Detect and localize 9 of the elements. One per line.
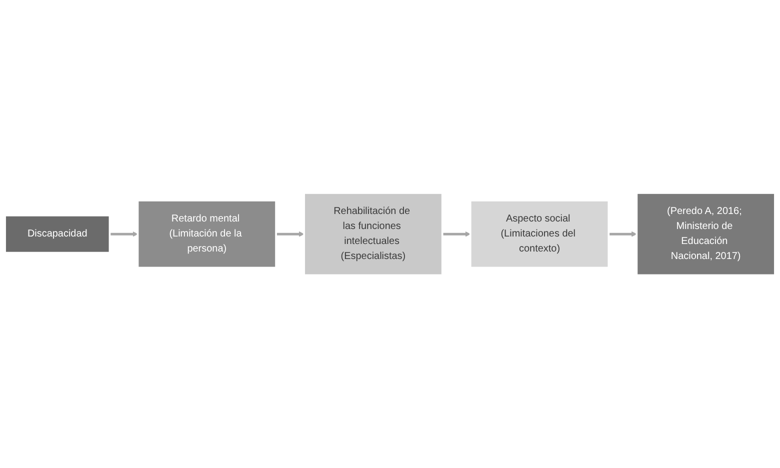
arrow bbox=[110, 231, 138, 237]
node-box: Retardo mental (Limitación de la persona) bbox=[136, 199, 277, 269]
node-box: Discapacidad bbox=[4, 214, 111, 254]
node-box: Aspecto social (Limitaciones del contexto) bbox=[469, 199, 610, 269]
node-box: Rehabilitación de las funciones intelectuales (Especialistas) bbox=[303, 192, 444, 276]
arrow bbox=[276, 231, 304, 237]
node-box: (Peredo A, 2016; Ministerio de Educación Nacional, 2017) bbox=[636, 192, 776, 276]
arrow bbox=[608, 231, 637, 237]
arrow bbox=[442, 231, 471, 237]
